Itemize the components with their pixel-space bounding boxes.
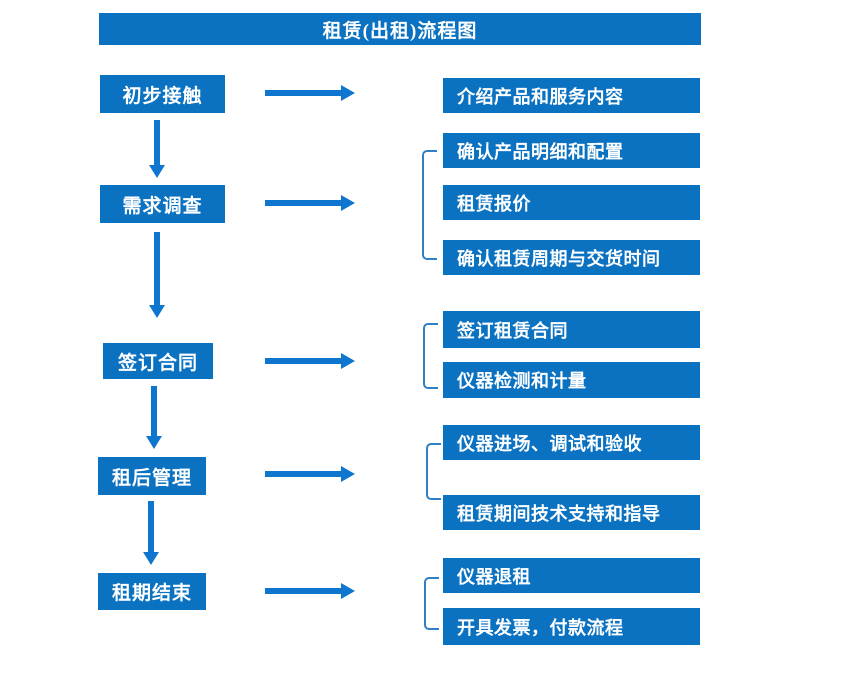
step-box-post-rental-management: 租后管理 — [98, 457, 206, 495]
output-box-rental-quotation: 租赁报价 — [443, 185, 700, 220]
arrow-right-icon — [265, 358, 341, 364]
arrow-right-icon — [265, 200, 341, 206]
output-box-confirm-product-details: 确认产品明细和配置 — [443, 133, 700, 168]
arrow-right-icon — [265, 588, 341, 594]
group-bracket — [422, 150, 437, 260]
group-bracket — [426, 443, 441, 500]
flowchart-title: 租赁(出租)流程图 — [99, 13, 701, 45]
arrow-down-icon — [154, 120, 160, 165]
output-box-technical-support: 租赁期间技术支持和指导 — [443, 495, 700, 530]
group-bracket — [423, 323, 438, 389]
step-box-sign-contract: 签订合同 — [103, 343, 213, 379]
output-box-instrument-setup-acceptance: 仪器进场、调试和验收 — [443, 425, 700, 460]
arrow-down-icon — [154, 232, 160, 305]
step-box-initial-contact: 初步接触 — [100, 75, 225, 113]
output-box-invoice-payment: 开具发票，付款流程 — [443, 608, 700, 645]
group-bracket — [424, 577, 439, 630]
output-box-introduce-products: 介绍产品和服务内容 — [443, 78, 700, 113]
step-box-demand-survey: 需求调查 — [100, 185, 225, 223]
arrow-right-icon — [265, 90, 341, 96]
arrow-right-icon — [265, 471, 341, 477]
arrow-down-icon — [151, 386, 157, 436]
output-box-instrument-return: 仪器退租 — [443, 558, 700, 593]
output-box-instrument-inspection: 仪器检测和计量 — [443, 362, 700, 398]
arrow-down-icon — [148, 501, 154, 552]
output-box-confirm-rental-period: 确认租赁周期与交货时间 — [443, 240, 700, 275]
step-box-rental-end: 租期结束 — [98, 573, 206, 610]
output-box-sign-rental-contract: 签订租赁合同 — [443, 311, 700, 348]
